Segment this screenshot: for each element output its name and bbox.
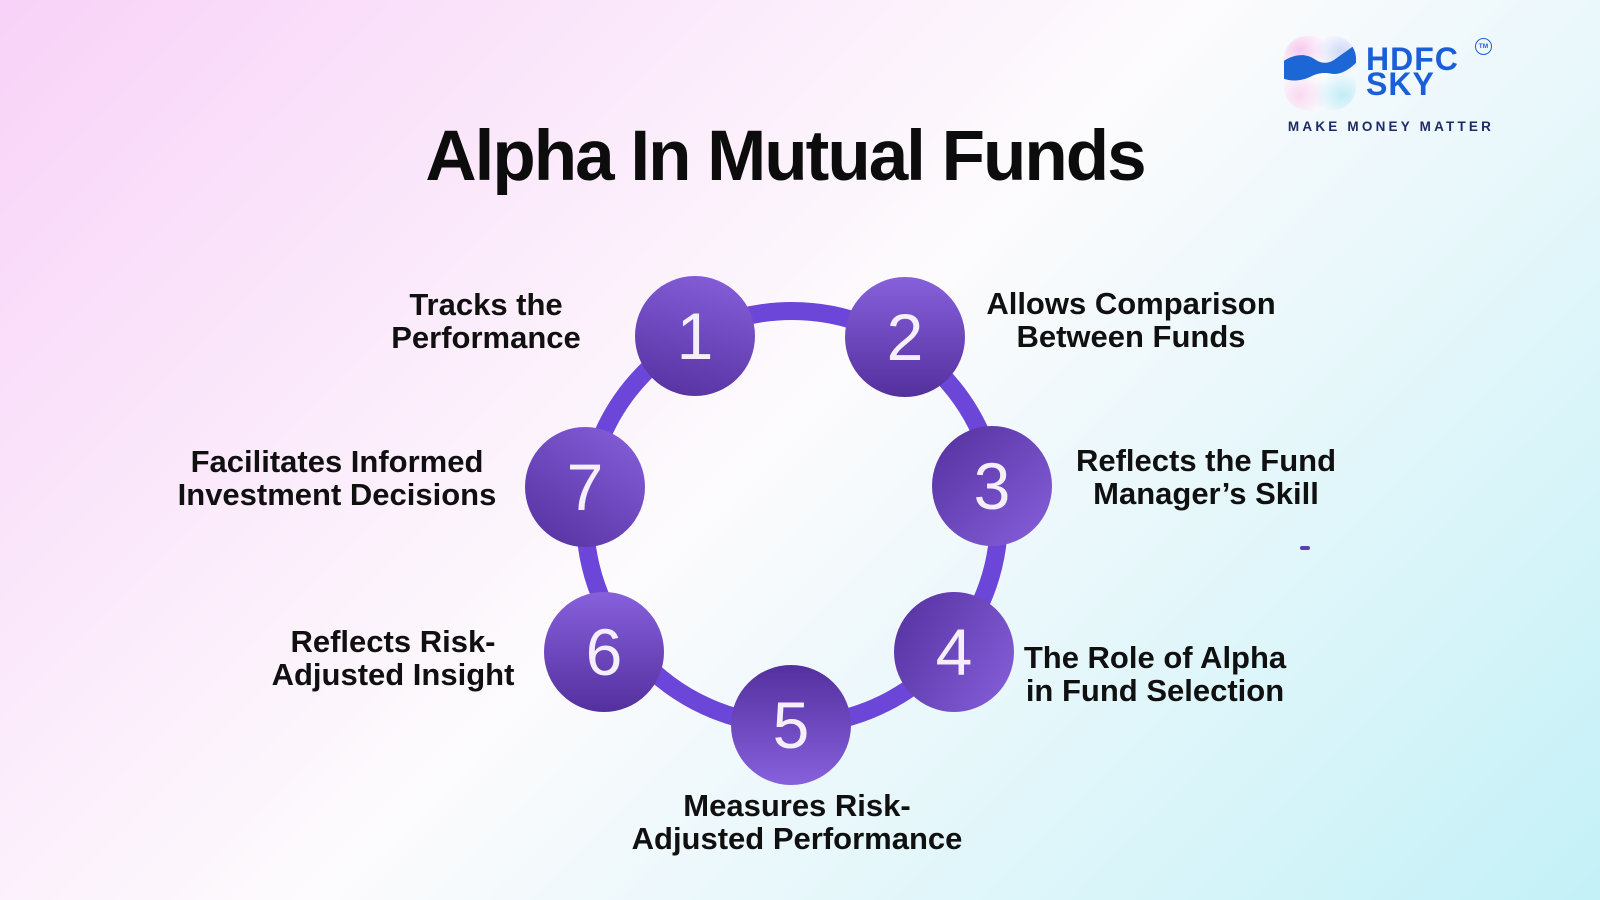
step-number: 3	[973, 449, 1011, 523]
step-number: 4	[935, 615, 973, 689]
step-label-2: Allows Comparison Between Funds	[986, 287, 1275, 353]
step-label-3: Reflects the Fund Manager’s Skill	[1076, 444, 1336, 510]
step-label-line: Reflects Risk-	[290, 624, 496, 659]
step-node-7: 7	[525, 427, 645, 547]
step-number: 2	[886, 300, 924, 374]
step-label-line: Tracks the	[409, 287, 563, 322]
stray-mark	[1300, 546, 1310, 550]
step-label-line: Reflects the Fund	[1075, 443, 1337, 478]
step-node-4: 4	[894, 592, 1014, 712]
step-number: 5	[772, 688, 810, 762]
step-label-line: Facilitates Informed	[190, 444, 484, 479]
step-number: 1	[676, 299, 714, 373]
step-label-line: Measures Risk-	[683, 788, 911, 823]
brand-name: HDFC SKY	[1366, 36, 1459, 102]
step-number: 6	[585, 615, 623, 689]
brand-name-line1: HDFC	[1366, 41, 1459, 77]
step-label-line: The Role of Alpha	[1023, 640, 1287, 675]
step-label-line: Adjusted Insight	[271, 657, 515, 692]
hdfc-sky-logo-icon	[1284, 36, 1356, 110]
step-label-7: Facilitates Informed Investment Decision…	[178, 445, 497, 511]
step-node-6: 6	[544, 592, 664, 712]
step-label-line: Investment Decisions	[177, 477, 497, 512]
step-label-5: Measures Risk- Adjusted Performance	[632, 789, 963, 855]
brand-name-line2: SKY	[1366, 66, 1435, 102]
step-node-1: 1	[635, 276, 755, 396]
brand-logo: HDFC SKY TM MAKE MONEY MATTER	[1284, 36, 1498, 134]
step-label-line: Between Funds	[1016, 319, 1246, 354]
step-number: 7	[566, 450, 604, 524]
trademark-icon: TM	[1475, 38, 1492, 55]
brand-tagline: MAKE MONEY MATTER	[1287, 119, 1495, 134]
step-label-4: The Role of Alpha in Fund Selection	[1024, 641, 1286, 707]
step-label-line: in Fund Selection	[1025, 673, 1285, 708]
step-label-line: Manager’s Skill	[1093, 476, 1319, 511]
step-label-6: Reflects Risk- Adjusted Insight	[272, 625, 515, 691]
step-label-line: Performance	[391, 320, 581, 355]
logo-swoosh-icon	[1284, 44, 1356, 81]
step-label-line: Adjusted Performance	[631, 821, 963, 856]
page-title: Alpha In Mutual Funds	[425, 117, 1146, 196]
brand-logo-row: HDFC SKY TM	[1284, 36, 1498, 110]
step-label-1: Tracks the Performance	[391, 288, 581, 354]
step-node-2: 2	[845, 277, 965, 397]
step-node-5: 5	[731, 665, 851, 785]
step-node-3: 3	[932, 426, 1052, 546]
step-label-line: Allows Comparison	[986, 286, 1276, 321]
